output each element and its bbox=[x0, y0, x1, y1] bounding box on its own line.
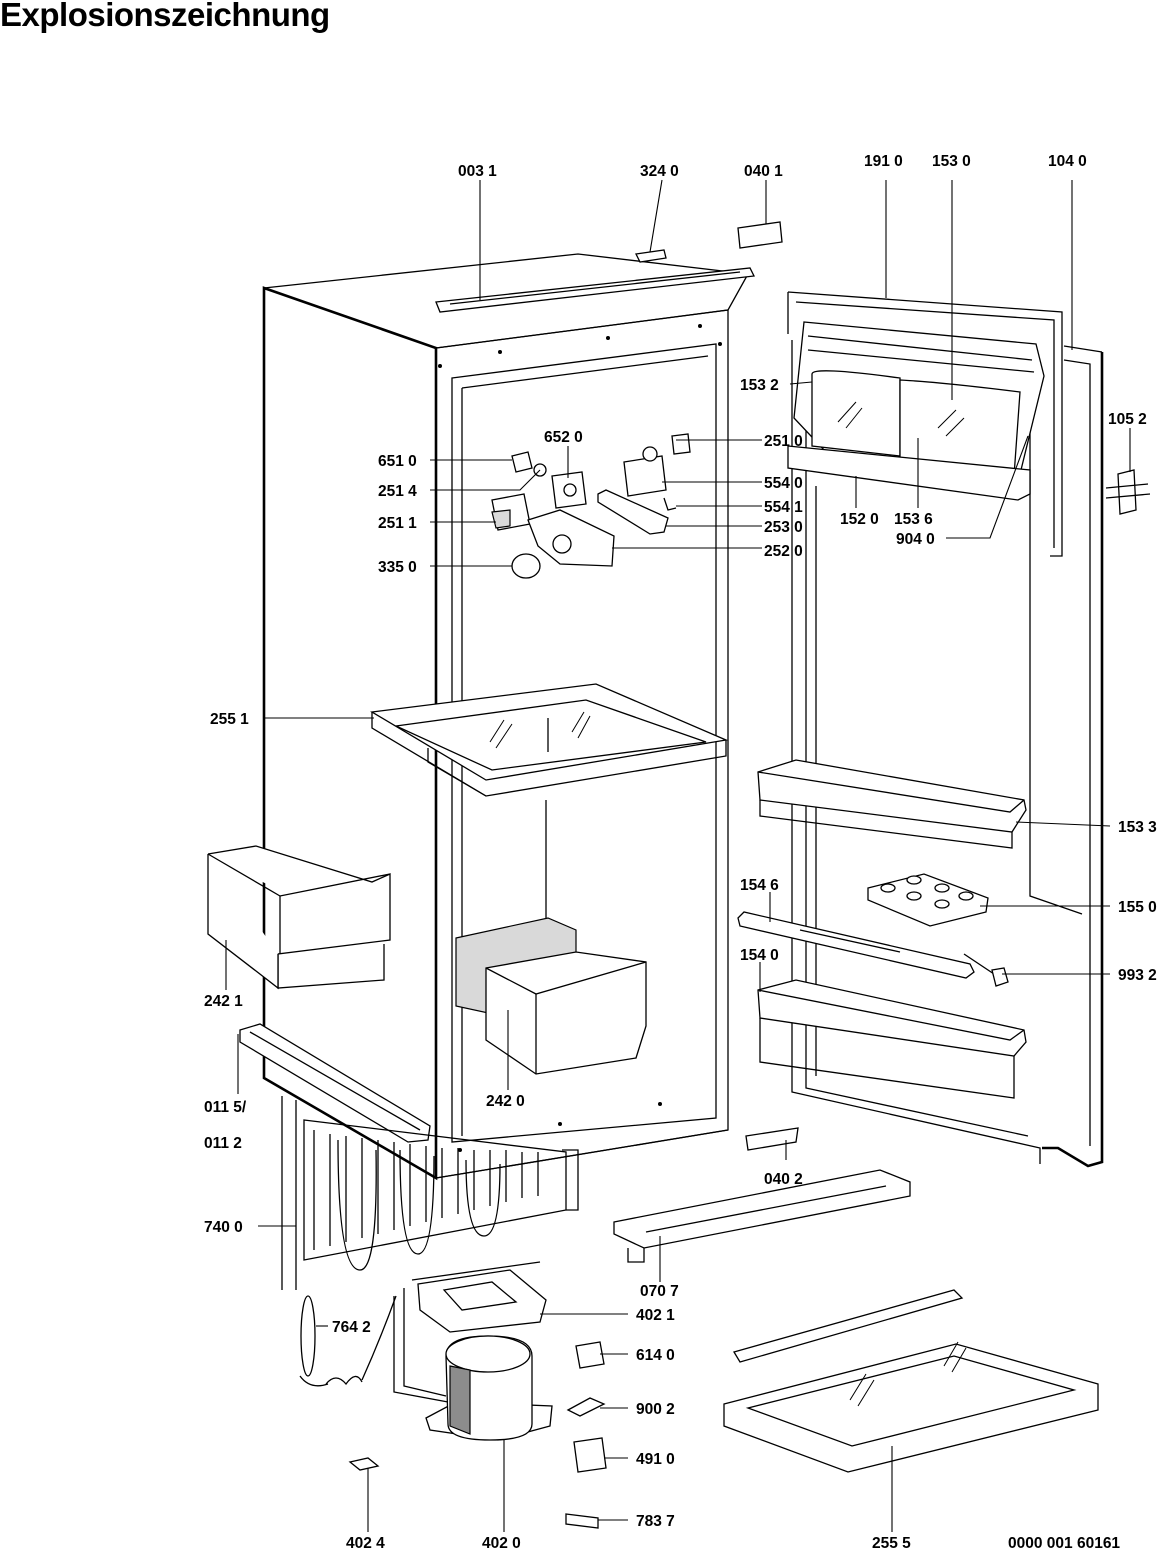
label-324-0: 324 0 bbox=[640, 163, 679, 180]
label-105-2: 105 2 bbox=[1108, 411, 1147, 428]
label-242-0: 242 0 bbox=[486, 1093, 525, 1110]
part-labels: 003 1 324 0 040 1 191 0 153 0 104 0 105 … bbox=[204, 153, 1157, 1552]
label-651-0: 651 0 bbox=[378, 453, 417, 470]
small-parts bbox=[299, 221, 1151, 1529]
label-402-4: 402 4 bbox=[346, 1535, 385, 1552]
label-255-1: 255 1 bbox=[210, 711, 249, 728]
label-153-0: 153 0 bbox=[932, 153, 971, 170]
label-153-3: 153 3 bbox=[1118, 819, 1157, 836]
label-614-0: 614 0 bbox=[636, 1347, 675, 1364]
label-154-6: 154 6 bbox=[740, 877, 779, 894]
label-554-0: 554 0 bbox=[764, 475, 803, 492]
glass-plate-lower bbox=[613, 1169, 1099, 1473]
label-040-2: 040 2 bbox=[764, 1171, 803, 1188]
crisper-drawer-inner bbox=[455, 917, 647, 1075]
label-255-5: 255 5 bbox=[872, 1535, 911, 1552]
condenser bbox=[281, 1096, 579, 1290]
label-491-0: 491 0 bbox=[636, 1451, 675, 1468]
label-251-0: 251 0 bbox=[764, 433, 803, 450]
page-title: Explosionszeichnung bbox=[0, 0, 330, 33]
label-252-0: 252 0 bbox=[764, 543, 803, 560]
label-191-0: 191 0 bbox=[864, 153, 903, 170]
label-402-0: 402 0 bbox=[482, 1535, 521, 1552]
label-740-0: 740 0 bbox=[204, 1219, 243, 1236]
label-251-1: 251 1 bbox=[378, 515, 417, 532]
label-040-1: 040 1 bbox=[744, 163, 783, 180]
label-783-7: 783 7 bbox=[636, 1513, 675, 1530]
label-003-1: 003 1 bbox=[458, 163, 497, 180]
label-993-2: 993 2 bbox=[1118, 967, 1157, 984]
bottom-rail bbox=[239, 1023, 431, 1143]
control-unit bbox=[491, 433, 691, 579]
crisper-drawer-outer bbox=[207, 845, 391, 990]
leader-lines bbox=[225, 179, 1131, 1532]
label-070-7: 070 7 bbox=[640, 1283, 679, 1300]
glass-shelf-upper bbox=[370, 683, 729, 797]
door bbox=[737, 291, 1104, 1168]
label-152-0: 152 0 bbox=[840, 511, 879, 528]
label-011-5: 011 5/ bbox=[204, 1099, 247, 1116]
label-242-1: 242 1 bbox=[204, 993, 243, 1010]
label-011-2: 011 2 bbox=[204, 1135, 242, 1152]
label-764-2: 764 2 bbox=[332, 1319, 371, 1336]
label-251-4: 251 4 bbox=[378, 483, 417, 500]
cabinet-body bbox=[262, 253, 755, 1181]
label-253-0: 253 0 bbox=[764, 519, 803, 536]
label-335-0: 335 0 bbox=[378, 559, 417, 576]
label-153-6: 153 6 bbox=[894, 511, 933, 528]
label-900-2: 900 2 bbox=[636, 1401, 675, 1418]
label-154-0: 154 0 bbox=[740, 947, 779, 964]
label-554-1: 554 1 bbox=[764, 499, 803, 516]
compressor bbox=[393, 1261, 553, 1441]
drawing-number: 0000 001 60161 bbox=[1008, 1535, 1120, 1552]
label-155-0: 155 0 bbox=[1118, 899, 1157, 916]
label-652-0: 652 0 bbox=[544, 429, 583, 446]
label-904-0: 904 0 bbox=[896, 531, 935, 548]
label-153-2: 153 2 bbox=[740, 377, 779, 394]
label-402-1: 402 1 bbox=[636, 1307, 675, 1324]
label-104-0: 104 0 bbox=[1048, 153, 1087, 170]
